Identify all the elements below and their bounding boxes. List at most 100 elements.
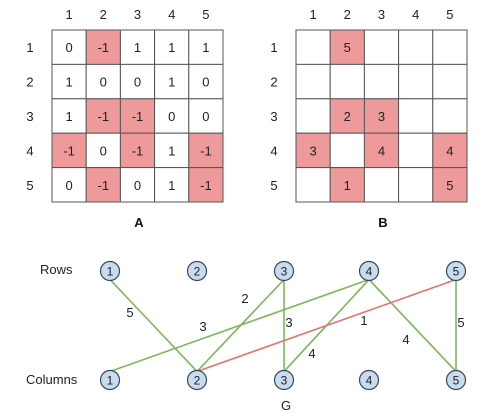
matrix-a-cell-value: 1 (202, 40, 209, 55)
matrix-b-col-header: 1 (309, 7, 316, 22)
matrix-a-cell-value: 1 (168, 40, 175, 55)
matrix-b-row-header: 5 (270, 178, 277, 193)
matrix-a-cell (154, 98, 190, 134)
matrix-b-cell (329, 132, 365, 169)
edge-weight-label: 1 (360, 313, 367, 328)
matrix-a-cell-value: 0 (100, 75, 107, 90)
matrix-b-cell (432, 63, 468, 100)
row-node (445, 260, 467, 282)
matrix-b-cell (398, 132, 434, 169)
matrix-a-cell-value: -1 (98, 109, 110, 124)
matrix-a-cell-value: -1 (200, 143, 212, 158)
matrix-b-cell (398, 63, 434, 100)
matrix-b-cell (363, 167, 400, 203)
matrix-b-cell-value: 5 (344, 40, 351, 55)
graph-edge (196, 278, 457, 373)
matrix-a-cell (188, 132, 224, 169)
matrix-a-col-header: 4 (168, 7, 175, 22)
matrix-a-cell-value: 0 (202, 75, 209, 90)
edge-weight-label: 3 (285, 315, 292, 330)
matrix-a-cell-value: -1 (98, 40, 110, 55)
matrix-a-col-header: 5 (202, 7, 209, 22)
matrix-b-cell-value: 4 (378, 143, 385, 158)
matrix-b-cell-value: 3 (309, 143, 316, 158)
matrix-b-cell (329, 63, 365, 100)
rows-label: Rows (40, 262, 73, 277)
matrix-a-cell (51, 29, 87, 65)
matrix-b-row-header: 3 (270, 109, 277, 124)
edge-weight-label: 4 (402, 332, 409, 347)
matrix-a-cell (188, 63, 224, 100)
matrix-b-cell-value: 5 (446, 178, 453, 193)
matrix-a-cell-value: 0 (168, 109, 175, 124)
columns-label: Columns (26, 372, 78, 387)
matrix-a-caption: A (134, 215, 144, 230)
matrix-b-cell (432, 167, 468, 203)
matrix-b-cell (432, 29, 468, 65)
matrix-b-cell-value: 2 (344, 109, 351, 124)
column-node (99, 369, 121, 391)
matrix-a-cell-value: 1 (65, 75, 72, 90)
edge-weight-label: 4 (308, 346, 315, 361)
matrix-b-cell (432, 132, 468, 169)
edge-weight-label: 5 (457, 315, 464, 330)
matrix-a-cell (188, 167, 224, 203)
row-node (99, 260, 121, 282)
matrix-a-row-header: 3 (26, 109, 33, 124)
matrix-b-row-header: 2 (270, 75, 277, 90)
row-node-label: 4 (366, 265, 373, 279)
matrix-a-row-header: 1 (26, 40, 33, 55)
row-node-label: 2 (194, 265, 201, 279)
matrix-a-cell-value: -1 (200, 178, 212, 193)
matrix-b-cell (398, 29, 434, 65)
matrix-b-cell (363, 63, 400, 100)
matrix-b-cell (432, 98, 468, 134)
matrix-b-row-header: 1 (270, 40, 277, 55)
matrix-b-col-header: 2 (344, 7, 351, 22)
matrix-a-row-header: 5 (26, 178, 33, 193)
matrix-a-cell-value: 1 (134, 40, 141, 55)
matrix-a-cell-value: 0 (202, 109, 209, 124)
matrix-b-cell (295, 29, 331, 65)
matrix-a-cell (85, 29, 121, 65)
matrix-a-cell-value: 0 (134, 75, 141, 90)
column-node-label: 4 (366, 374, 373, 388)
graph-edge (109, 278, 370, 373)
graph-caption: G (281, 398, 291, 413)
matrix-b-caption: B (378, 215, 387, 230)
row-node (358, 260, 380, 282)
matrix-a-cell-value: 1 (168, 143, 175, 158)
matrix-b-col-header: 4 (412, 7, 419, 22)
matrix-b-cell-value: 3 (378, 109, 385, 124)
column-node (445, 369, 467, 391)
matrix-a-cell (51, 63, 87, 100)
graph-edge (109, 279, 198, 372)
matrix-b-cell (398, 167, 434, 203)
column-node (358, 369, 380, 391)
row-node-label: 3 (281, 265, 288, 279)
matrix-a-col-header: 3 (134, 7, 141, 22)
matrix-a-cell-value: -1 (132, 143, 144, 158)
matrix-a-cell-value: -1 (98, 178, 110, 193)
matrix-b-cell (295, 63, 331, 100)
matrix-b-cell (295, 132, 331, 169)
matrix-a-col-header: 1 (65, 7, 72, 22)
column-node (186, 369, 208, 391)
matrix-a-cell-value: 0 (100, 143, 107, 158)
matrix-b-col-header: 3 (378, 7, 385, 22)
matrix-a-cell (85, 98, 121, 134)
matrix-a-cell-value: -1 (132, 109, 144, 124)
matrix-a-cell (154, 132, 190, 169)
matrix-b-cell-value: 4 (446, 143, 453, 158)
matrix-a-row-header: 4 (26, 143, 33, 158)
column-node-label: 5 (453, 374, 460, 388)
matrix-a-cell-value: 0 (65, 40, 72, 55)
column-node-label: 3 (281, 374, 288, 388)
matrix-b-cell (295, 98, 331, 134)
row-node (186, 260, 208, 282)
